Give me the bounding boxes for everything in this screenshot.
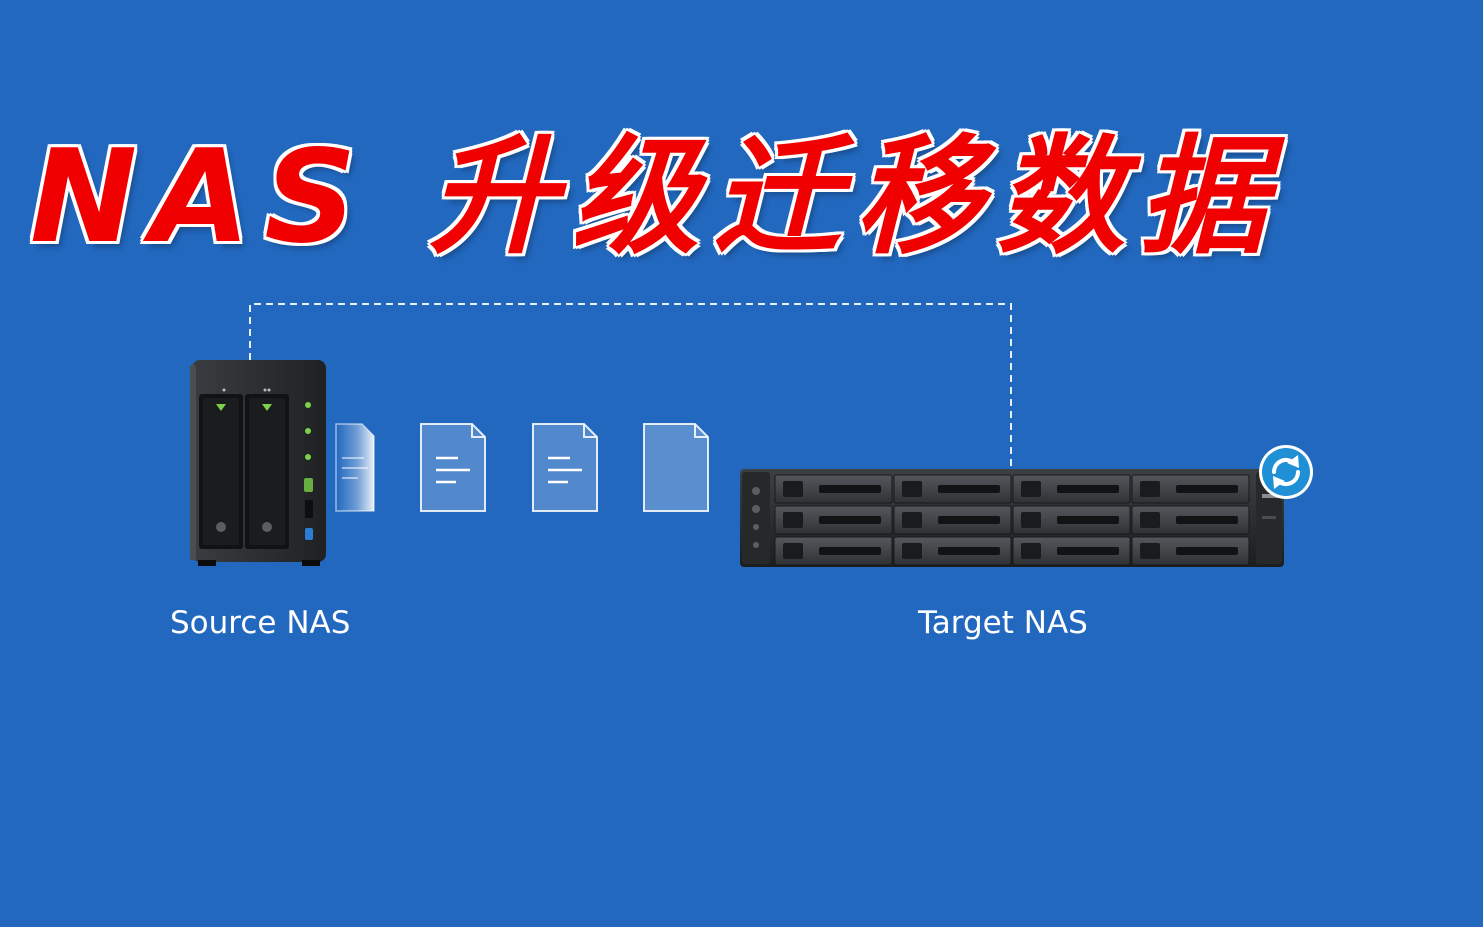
drive-tray xyxy=(1012,474,1131,504)
document-icon xyxy=(420,423,486,512)
drive-tray xyxy=(893,474,1012,504)
drive-tray xyxy=(774,536,893,566)
page-title: NAS 升级迁移数据 xyxy=(29,121,1281,273)
drive-tray xyxy=(1131,536,1250,566)
drive-tray xyxy=(1131,474,1250,504)
drive-tray xyxy=(1012,505,1131,535)
target-nas-label: Target NAS xyxy=(918,605,1088,641)
drive-tray xyxy=(774,474,893,504)
document-icon xyxy=(335,423,375,512)
drive-tray xyxy=(1012,536,1131,566)
drive-tray xyxy=(893,536,1012,566)
document-icon xyxy=(532,423,598,512)
source-nas-label: Source NAS xyxy=(170,605,351,641)
migration-connector-line xyxy=(249,303,1012,470)
drive-tray xyxy=(1131,505,1250,535)
drive-tray xyxy=(893,505,1012,535)
source-nas-device xyxy=(190,360,326,566)
document-icon xyxy=(643,423,709,512)
sync-icon xyxy=(1259,445,1313,499)
drive-tray xyxy=(774,505,893,535)
target-nas-drive-bays xyxy=(774,474,1250,566)
